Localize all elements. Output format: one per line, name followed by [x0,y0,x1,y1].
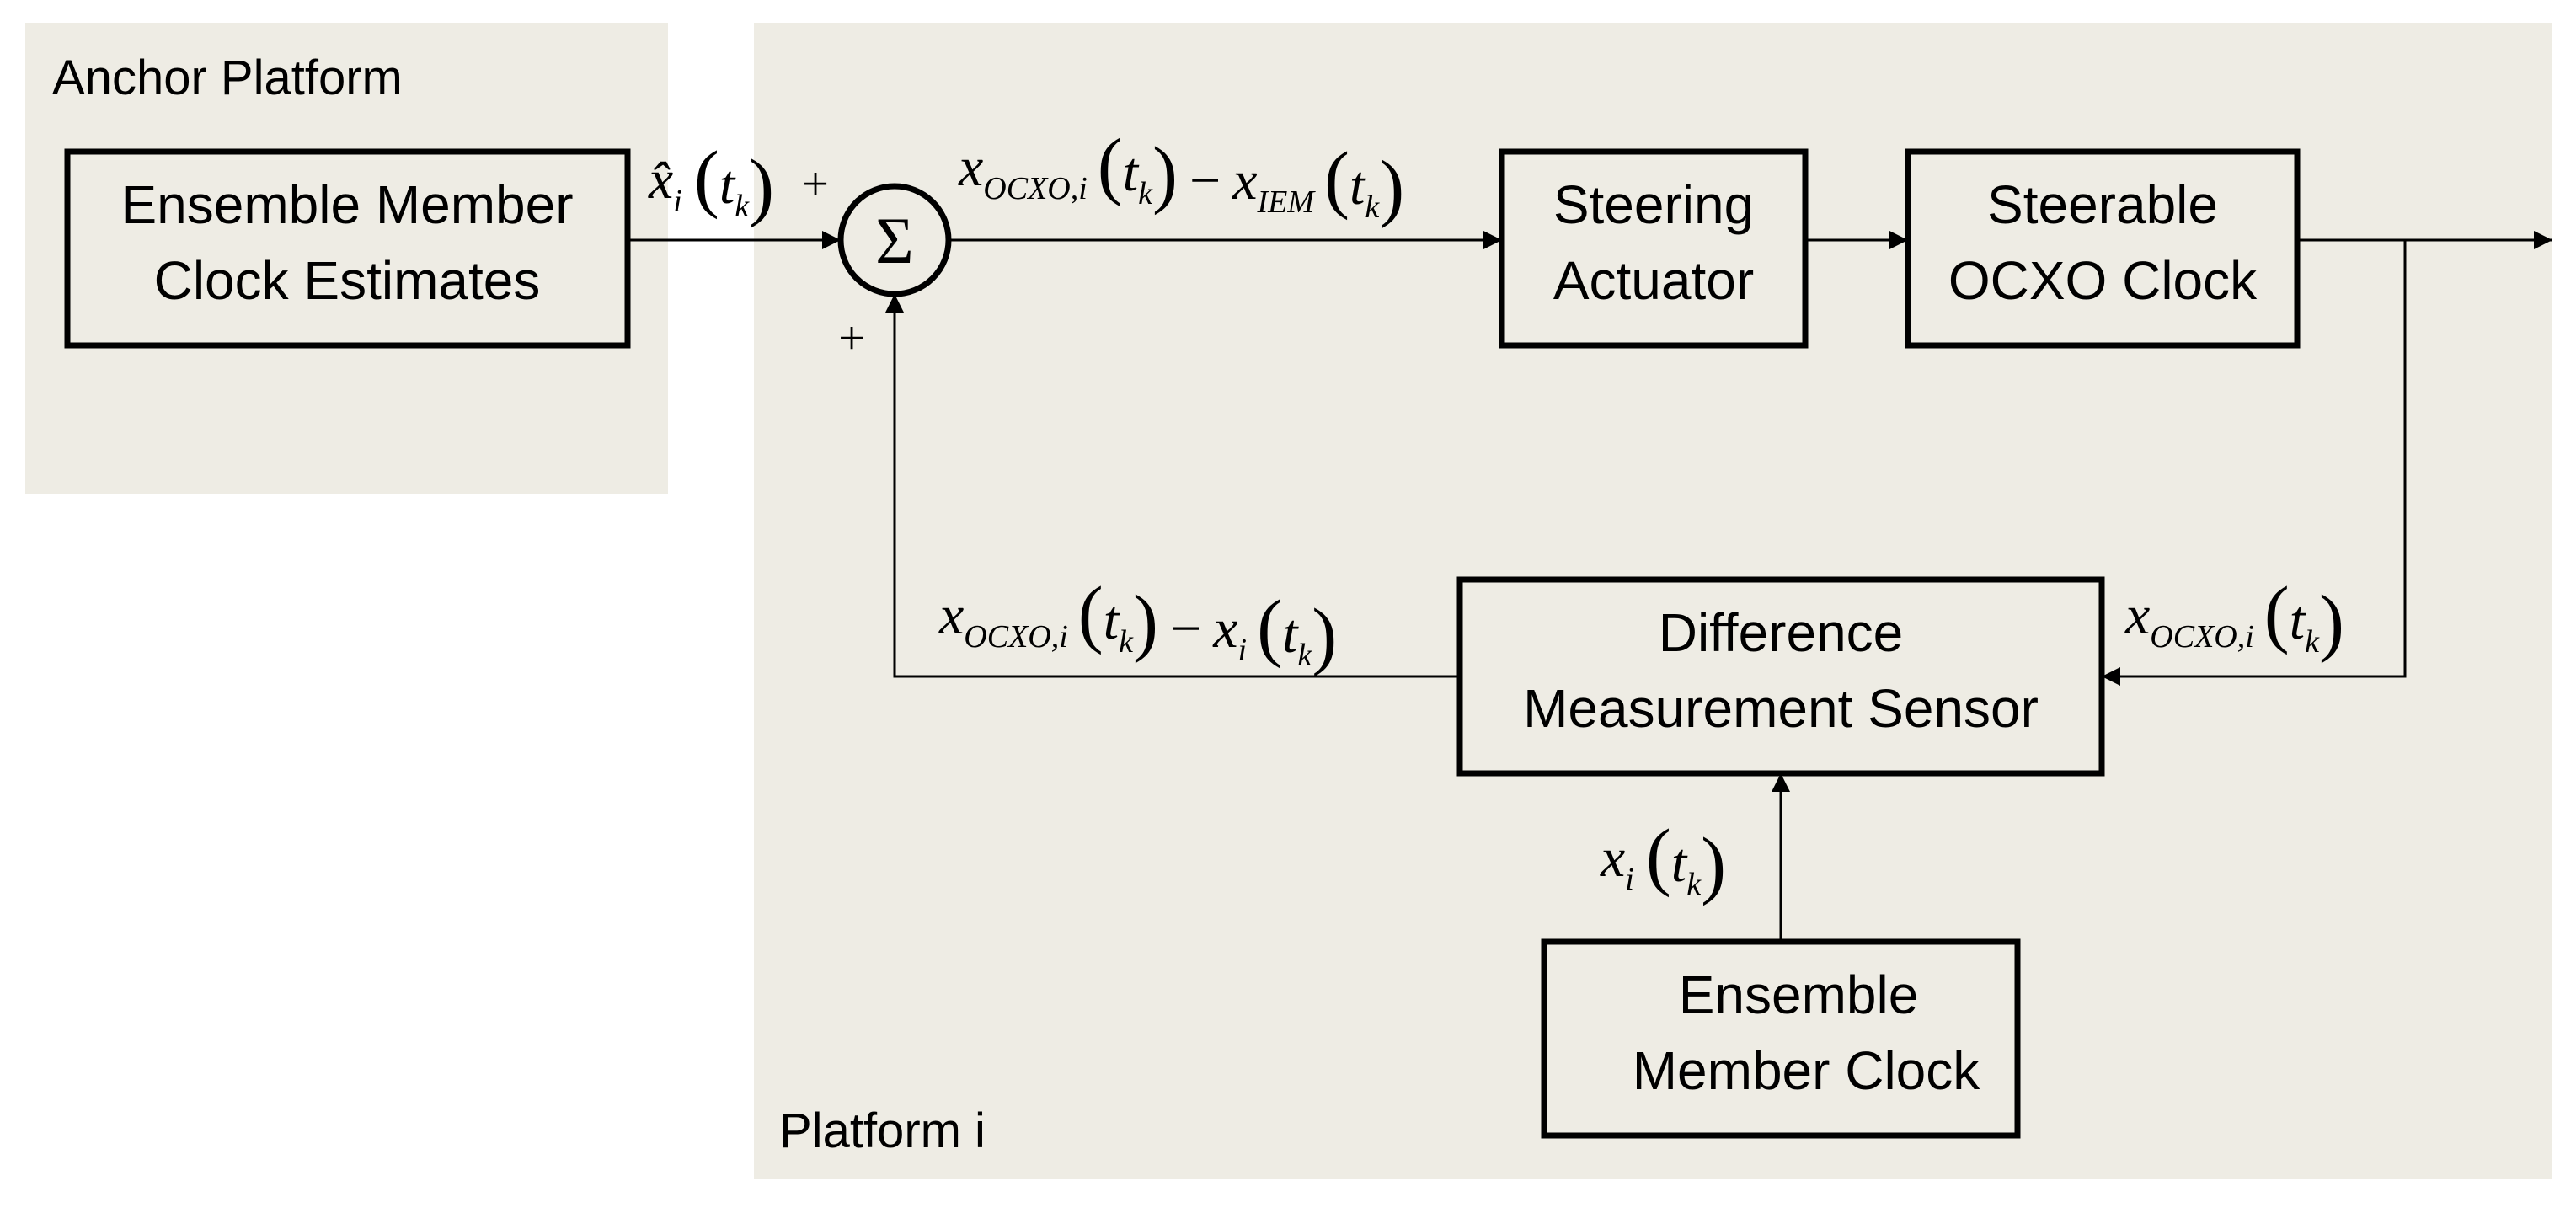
ocxo-sub: OCXO,i [2150,619,2254,655]
estimate-sub: i [673,184,682,219]
ocxo-var: x [2124,585,2150,646]
block-label-line-2: Actuator [1553,250,1754,311]
error-var-2: x [1232,150,1257,211]
feedback-arg-1: t [1104,590,1120,651]
block-label-line-2: Measurement Sensor [1523,678,2039,739]
platform-i-label: Platform i [779,1103,986,1158]
error-arg-sub-1: k [1138,176,1153,211]
error-arg-2: t [1349,155,1366,216]
steering-actuator-block: Steering Actuator [1499,148,1809,349]
feedback-sub-2: i [1238,633,1248,668]
summing-junction: Σ [837,183,952,297]
block-label-line-2: OCXO Clock [1948,250,2258,311]
feedback-arg-sub-1: k [1119,624,1134,660]
error-arg-sub-2: k [1365,190,1380,225]
error-arg-1: t [1123,142,1140,203]
summing-top-sign: + [802,158,829,211]
wire-sensor-to-sum [885,294,1460,678]
feedback-arg-2: t [1282,603,1299,665]
feedback-arg-sub-2: k [1297,638,1312,673]
ocxo-arg: t [2290,590,2306,651]
error-operator: − [1189,150,1221,211]
feedback-sub-1: OCXO,i [964,619,1068,655]
member-sub: i [1625,862,1634,897]
signal-error-label: xOCXO,i(tk)−xIEM(tk) [958,124,1404,229]
error-sub-2: IEM [1257,184,1317,220]
block-label-line-2: Clock Estimates [154,250,541,311]
block-label-line-1: Difference [1659,602,1904,663]
signal-member-clock-label: xi(tk) [1600,815,1726,906]
block-label-line-1: Steering [1553,174,1754,235]
feedback-var-2: x [1212,598,1237,660]
ensemble-member-clock-block: Ensemble Member Clock [1541,938,2021,1139]
steerable-ocxo-clock-block: Steerable OCXO Clock [1905,148,2301,349]
member-arg: t [1671,832,1688,894]
anchor-platform-label: Anchor Platform [52,51,403,105]
block-label-line-1: Ensemble Member [120,174,573,235]
feedback-var-1: x [938,585,964,646]
estimate-arg-sub: k [735,189,750,224]
signal-estimate-label: x̂i(tk) [648,136,774,228]
signal-feedback-label: xOCXO,i(tk)−xi(tk) [938,572,1337,677]
difference-measurement-sensor-block: Difference Measurement Sensor [1456,576,2105,777]
member-var: x [1600,827,1625,889]
feedback-operator: − [1170,598,1201,660]
error-var-1: x [958,136,983,198]
ocxo-arg-sub: k [2305,624,2320,660]
member-arg-sub: k [1686,867,1702,902]
block-label-line-1: Ensemble [1679,965,1919,1025]
estimate-arg: t [719,154,736,216]
ensemble-member-clock-estimates-block: Ensemble Member Clock Estimates [64,148,631,349]
signal-ocxo-output-label: xOCXO,i(tk) [2124,572,2344,664]
estimate-var: x̂ [648,149,673,211]
sigma-symbol: Σ [875,204,913,277]
block-label-line-1: Steerable [1987,174,2218,235]
summing-bottom-sign: + [838,313,865,365]
block-label-line-2: Member Clock [1633,1040,1981,1101]
wire-ocxo-to-sensor [2102,240,2407,686]
error-sub-1: OCXO,i [983,171,1088,206]
